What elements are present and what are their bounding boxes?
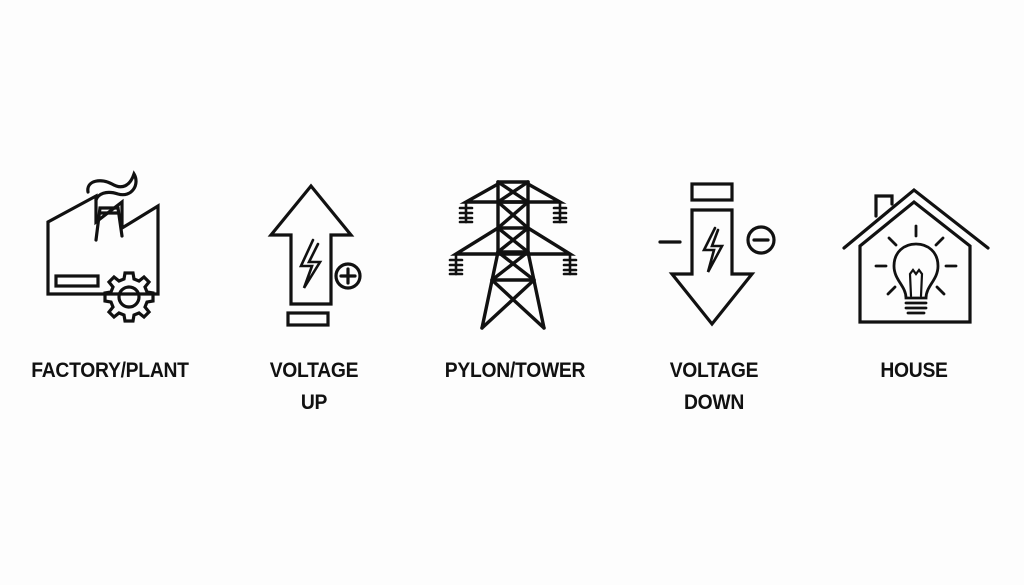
voltage-down-label: VOLTAGE DOWN: [669, 359, 759, 414]
house-icon: [842, 186, 992, 326]
voltage-down-icon: [658, 182, 788, 329]
house-label: HOUSE: [880, 359, 948, 382]
voltage-up-icon: [267, 183, 368, 329]
voltage-up-label: VOLTAGE UP: [269, 359, 359, 414]
factory-icon: [40, 168, 170, 328]
pylon-label: PYLON/TOWER: [444, 359, 586, 382]
pylon-icon: [448, 176, 578, 332]
factory-label: FACTORY/PLANT: [31, 359, 189, 382]
